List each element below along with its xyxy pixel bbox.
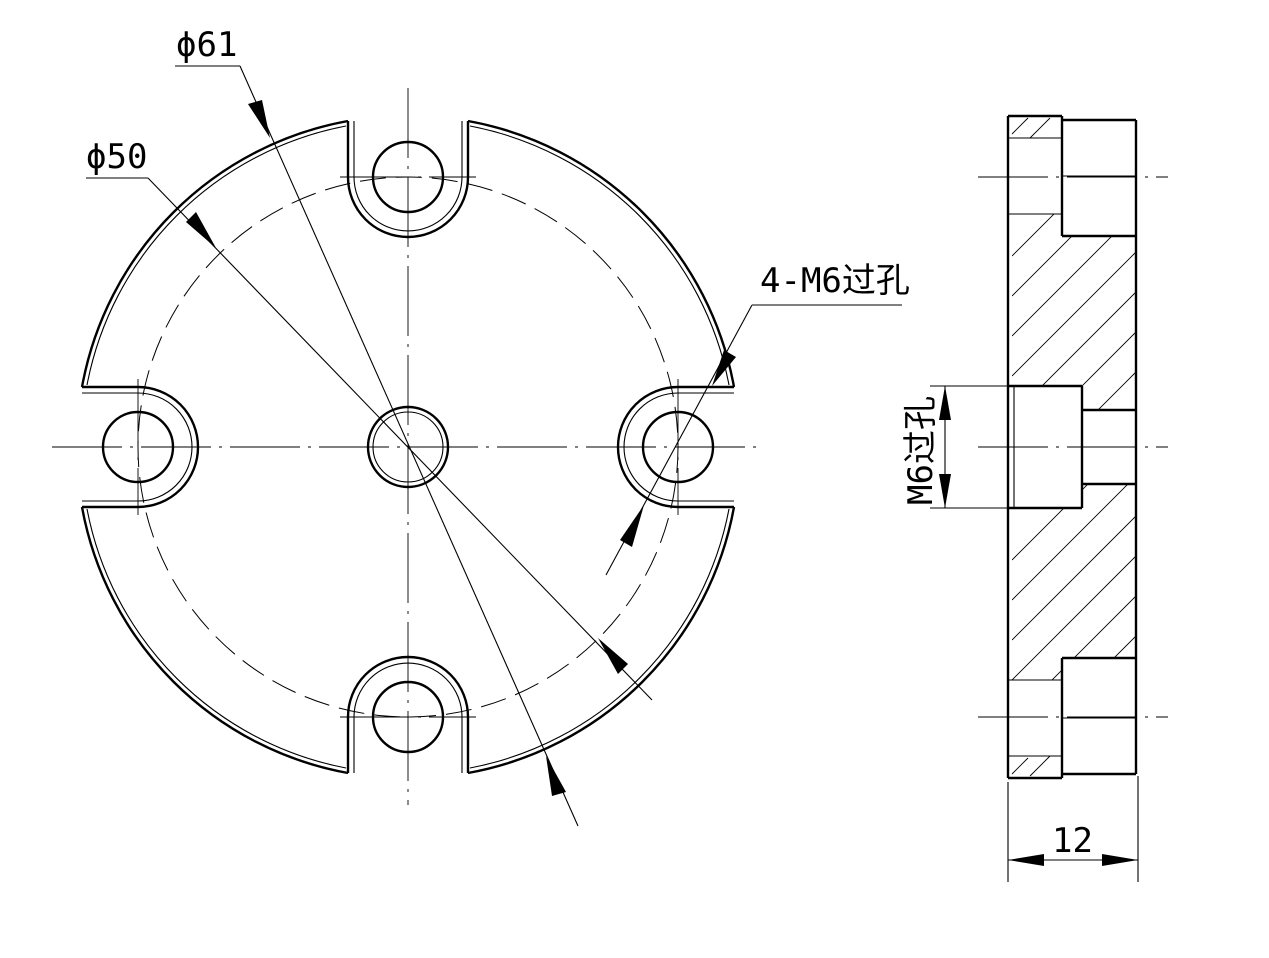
label-pitch-diameter: ϕ50 <box>86 137 147 177</box>
label-center-hole: M6过孔 <box>901 396 941 505</box>
pocket-left <box>82 379 200 515</box>
label-thickness: 12 <box>1052 821 1093 861</box>
dim-pitch-diameter: ϕ50 <box>86 137 653 701</box>
dim-hole-callout: 4-M6过孔 <box>605 261 910 576</box>
pocket-right <box>616 379 734 515</box>
hatch-corners <box>1011 117 1051 777</box>
dim-outer-diameter: ϕ61 <box>175 25 579 827</box>
pocket-bottom <box>340 655 476 773</box>
dim-thickness: 12 <box>1007 776 1139 882</box>
pocket-top <box>340 121 476 239</box>
dim-center-hole: M6过孔 <box>901 385 1008 509</box>
outer-contour <box>80 119 736 775</box>
center-hole <box>366 405 450 489</box>
front-view: ϕ61 ϕ50 4-M6过孔 <box>52 25 910 827</box>
section-view: M6过孔 12 <box>901 114 1168 882</box>
hatch-bottom <box>1012 484 1136 680</box>
hatch-top <box>1012 214 1136 410</box>
label-outer-diameter: ϕ61 <box>176 25 237 65</box>
label-hole-callout: 4-M6过孔 <box>760 261 910 301</box>
